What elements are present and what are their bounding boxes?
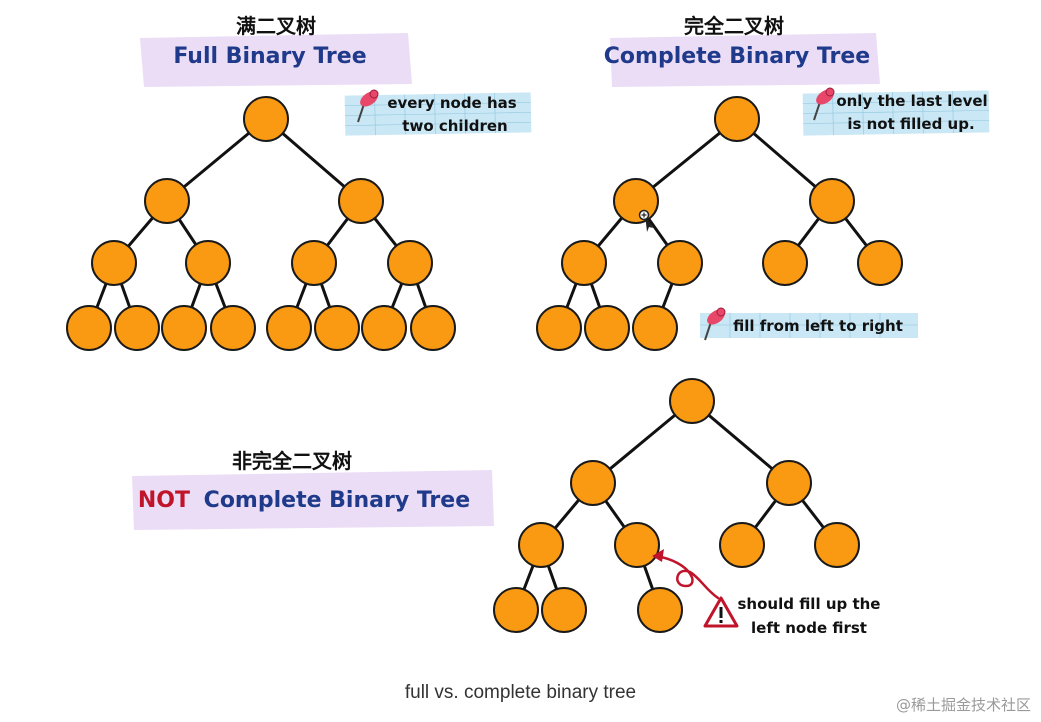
tree-node: [570, 460, 616, 506]
tree-node: [361, 305, 407, 351]
complete-title-zh: 完全二叉树: [684, 14, 784, 38]
full-note: every node has two children: [344, 89, 532, 136]
cursor-icon: [638, 209, 653, 232]
warning-line-2: left node first: [751, 619, 867, 637]
tree-node: [114, 305, 160, 351]
complete-tree: [536, 96, 903, 351]
not-complete-title-group: 非完全二叉树 NOT Complete Binary Tree: [132, 449, 494, 530]
tree-node: [185, 240, 231, 286]
tree-node: [809, 178, 855, 224]
fill-order-note: fill from left to right: [700, 307, 918, 341]
pushpin-icon: [704, 307, 726, 341]
complete-title-group: 完全二叉树 Complete Binary Tree: [604, 14, 880, 87]
complete-note: only the last level is not filled up.: [802, 87, 990, 136]
full-tree: [66, 96, 456, 351]
fill-order-note-text: fill from left to right: [733, 317, 903, 335]
full-note-line-2: two children: [402, 117, 507, 135]
full-tree-edges: [87, 117, 435, 330]
tree-node: [161, 305, 207, 351]
tree-node: [657, 240, 703, 286]
tree-node: [144, 178, 190, 224]
tree-node: [291, 240, 337, 286]
complete-title-en: Complete Binary Tree: [604, 44, 870, 69]
tree-node: [637, 587, 683, 633]
not-complete-title-rest: Complete Binary Tree: [204, 488, 470, 513]
full-note-line-1: every node has: [387, 94, 516, 112]
full-tree-nodes: [66, 96, 456, 351]
complete-note-line-2: is not filled up.: [847, 115, 974, 133]
not-complete-title-zh: 非完全二叉树: [232, 449, 352, 473]
tree-node: [536, 305, 582, 351]
curved-arrow-icon: [652, 549, 720, 600]
tree-node: [66, 305, 112, 351]
tree-node: [766, 460, 812, 506]
warning-icon: [703, 596, 739, 628]
not-complete-tree: should fill up the left node first: [493, 378, 881, 637]
full-title-zh: 满二叉树: [236, 14, 316, 38]
full-title-en: Full Binary Tree: [173, 44, 366, 69]
tree-node: [338, 178, 384, 224]
tree-node: [614, 522, 660, 568]
tree-node: [669, 378, 715, 424]
tree-node: [410, 305, 456, 351]
tree-node: [714, 96, 760, 142]
tree-node: [584, 305, 630, 351]
tree-node: [243, 96, 289, 142]
tree-node: [613, 178, 659, 224]
not-complete-tree-nodes: [493, 378, 860, 633]
tree-node: [541, 587, 587, 633]
warning-line-1: should fill up the: [738, 595, 881, 613]
tree-node: [762, 240, 808, 286]
tree-node: [632, 305, 678, 351]
pushpin-icon: [357, 89, 379, 123]
figure-caption: full vs. complete binary tree: [404, 682, 637, 703]
tree-node: [266, 305, 312, 351]
complete-note-line-1: only the last level: [836, 92, 987, 110]
complete-tree-nodes: [536, 96, 903, 351]
pushpin-icon: [813, 87, 835, 121]
tree-node: [210, 305, 256, 351]
tree-node: [518, 522, 564, 568]
not-word: NOT: [138, 488, 190, 513]
tree-node: [387, 240, 433, 286]
tree-node: [814, 522, 860, 568]
tree-node: [493, 587, 539, 633]
tree-node: [719, 522, 765, 568]
tree-node: [857, 240, 903, 286]
tree-node: [561, 240, 607, 286]
tree-node: [91, 240, 137, 286]
full-title-group: 满二叉树 Full Binary Tree: [140, 14, 412, 87]
tree-node: [314, 305, 360, 351]
not-complete-title-en: NOT Complete Binary Tree: [138, 488, 470, 513]
watermark: @稀土掘金技术社区: [895, 696, 1031, 714]
